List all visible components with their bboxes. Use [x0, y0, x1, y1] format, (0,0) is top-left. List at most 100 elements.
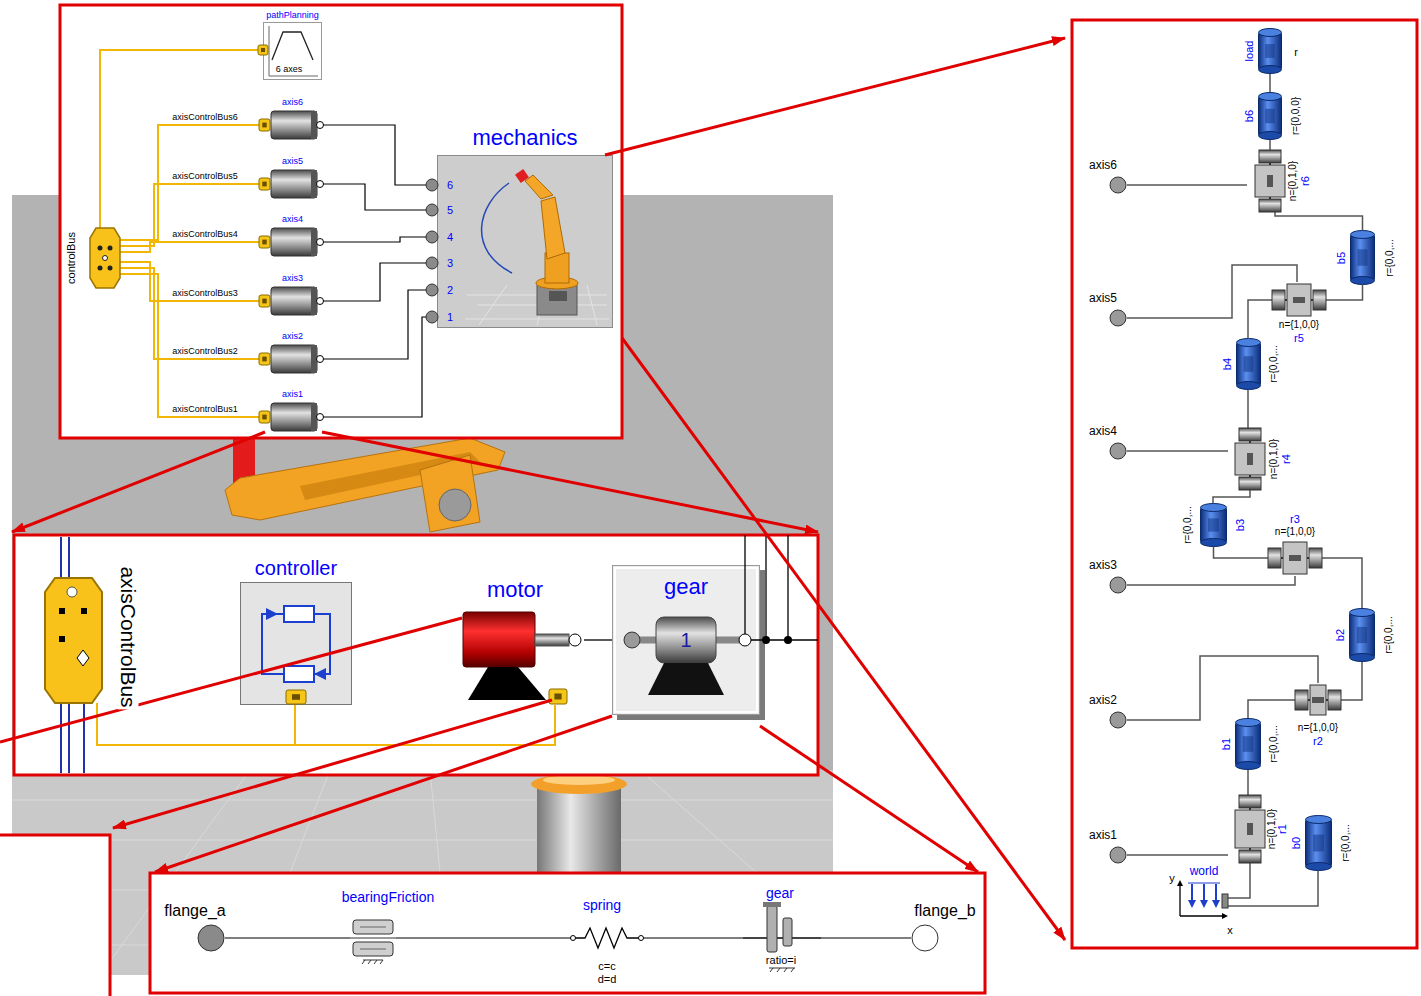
- bus-connector-icon: [90, 228, 120, 288]
- rect-part: [1239, 850, 1261, 863]
- line-part: [155, 716, 612, 872]
- node-label: 6 axes: [276, 65, 303, 74]
- rect-part: [549, 291, 567, 301]
- body-symbol: loadr: [1258, 28, 1282, 74]
- connector: [1213, 490, 1250, 503]
- rect-part: [1208, 518, 1219, 531]
- rect-part: [60, 5, 622, 438]
- circle-part: [426, 284, 438, 296]
- polyline-part: [272, 32, 313, 60]
- connector: [641, 937, 743, 939]
- connector: [1248, 700, 1295, 718]
- axis-port-icon: [1109, 846, 1127, 864]
- g-part: [362, 960, 383, 964]
- edge-label: axisControlBus5: [172, 172, 238, 181]
- node-label: n={0,1,0}: [1288, 161, 1298, 201]
- node-label: r4: [1281, 454, 1292, 464]
- connector: [1127, 576, 1295, 585]
- rect-part: [1268, 548, 1281, 568]
- body-symbol: b0r={0,0,...: [1305, 815, 1332, 871]
- axis-block: axis1: [263, 402, 322, 432]
- circle-part: [569, 634, 581, 646]
- axis-block-icon: [263, 344, 322, 374]
- rect-part: [783, 918, 792, 946]
- edge-label: axisControlBus4: [172, 230, 238, 239]
- circle-part: [1110, 443, 1126, 459]
- body-symbol-icon: [1200, 503, 1227, 547]
- rect-part: [353, 920, 393, 934]
- node-label: c=c: [598, 961, 615, 972]
- polyline-part: [573, 928, 641, 948]
- rect-part: [262, 415, 266, 420]
- line-part: [479, 285, 507, 325]
- node-label: b3: [1235, 519, 1246, 531]
- rect-part: [292, 694, 300, 700]
- connector: [1322, 558, 1362, 608]
- ellipse-part: [1350, 609, 1375, 617]
- path-part: [269, 26, 318, 76]
- connector: [120, 184, 263, 246]
- ellipse-part: [1259, 29, 1282, 37]
- node-label: r={0,0,...: [1269, 345, 1279, 383]
- ellipse-part: [1236, 762, 1261, 770]
- line-part: [350, 938, 396, 939]
- rect-part: [763, 902, 781, 907]
- line-part: [465, 319, 609, 320]
- rect-part: [767, 906, 777, 952]
- ellipse-part: [1236, 719, 1261, 727]
- rect-part: [1351, 234, 1375, 281]
- node-label: r: [1294, 47, 1298, 58]
- node-label: spring: [583, 898, 621, 912]
- rect-part: [1243, 736, 1253, 752]
- node-label: b6: [1244, 110, 1255, 122]
- body-symbol: b1r={0,0,...: [1235, 718, 1261, 770]
- joint-symbol: r6n={0,1,0}: [1247, 150, 1293, 212]
- rect-part: [271, 345, 317, 373]
- rect-part: [1259, 32, 1282, 70]
- axis-block-icon: [263, 110, 322, 140]
- connector: [584, 639, 612, 640]
- joint-symbol-icon: [1268, 540, 1322, 576]
- line-part: [787, 535, 788, 640]
- connector: [1326, 285, 1363, 300]
- ellipse-part: [1201, 539, 1227, 547]
- rect-part: [1235, 810, 1265, 848]
- world-frame: worldyx: [1180, 880, 1228, 916]
- circle-part: [571, 936, 576, 941]
- polygon-part: [266, 608, 278, 620]
- axis-block-icon: [263, 227, 322, 257]
- ellipse-part: [1351, 277, 1375, 285]
- circle-part: [67, 587, 77, 597]
- axis-block-icon: [263, 169, 322, 199]
- connector: [120, 125, 263, 240]
- line-part: [743, 937, 821, 939]
- line-part: [322, 432, 818, 532]
- node-label: r1: [1277, 824, 1288, 834]
- rect-part: [262, 182, 266, 187]
- node-label: r3: [1290, 514, 1300, 525]
- rect-part: [262, 240, 266, 245]
- connector: [322, 263, 437, 301]
- path-part: [1212, 900, 1220, 908]
- edge-label: axisControlBus6: [172, 113, 238, 122]
- flange-port-icon: [197, 924, 225, 952]
- polygon-part: [90, 228, 120, 288]
- circle-part: [317, 239, 324, 246]
- node-label: 3: [447, 258, 453, 269]
- axis-block: axis2: [263, 344, 322, 374]
- connector: [1341, 662, 1362, 700]
- joint-symbol: r5n={1,0,0}: [1272, 282, 1326, 318]
- gear-block: gear1: [612, 565, 760, 715]
- node-label: axis1: [1089, 829, 1117, 841]
- circle-part: [426, 231, 438, 243]
- rect-part: [259, 236, 270, 248]
- circle-part: [317, 122, 324, 129]
- node-label: n={0,1,0}: [1269, 439, 1279, 479]
- rect-part: [262, 299, 266, 304]
- circle-part: [426, 311, 438, 323]
- polygon-part: [468, 667, 546, 700]
- node-label: gear: [766, 886, 794, 900]
- connector: [322, 317, 437, 417]
- circle-part: [317, 298, 324, 305]
